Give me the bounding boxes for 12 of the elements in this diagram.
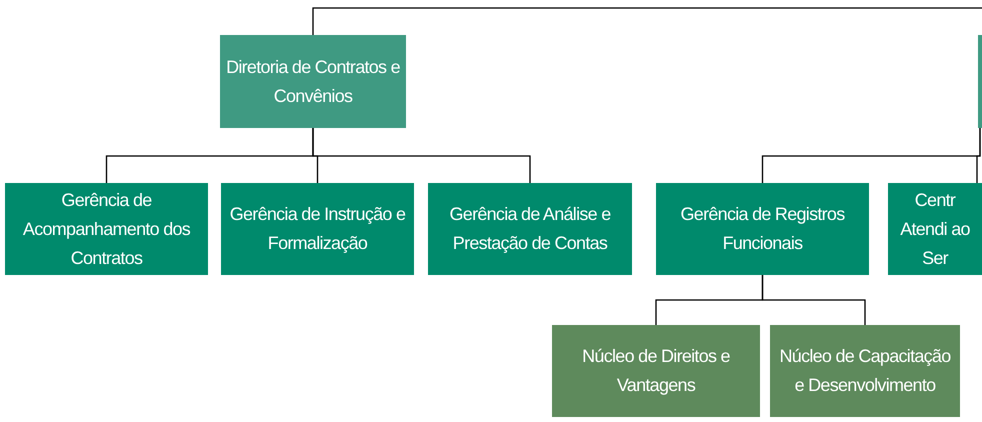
- connector-line: [976, 128, 981, 183]
- connector-line: [312, 7, 982, 35]
- org-unit-box: Gerência de Registros Funcionais: [656, 183, 869, 275]
- connector-line: [312, 128, 531, 183]
- org-unit-box: Núcleo de Capacitação e Desenvolvimento: [770, 325, 960, 417]
- org-unit-box: Diretoria de Contratos e Convênios: [220, 35, 406, 128]
- org-unit-box: Gerência de Acompanhamento dos Contratos: [5, 183, 208, 275]
- org-unit-box: Centr Atendi ao Ser: [888, 183, 982, 275]
- org-unit-box: Gerência de Análise e Prestação de Contas: [428, 183, 632, 275]
- org-unit-box: Núcleo de Direitos e Vantagens: [552, 325, 760, 417]
- connector-line: [762, 275, 866, 325]
- org-unit-box: Gerência de Instrução e Formalização: [221, 183, 414, 275]
